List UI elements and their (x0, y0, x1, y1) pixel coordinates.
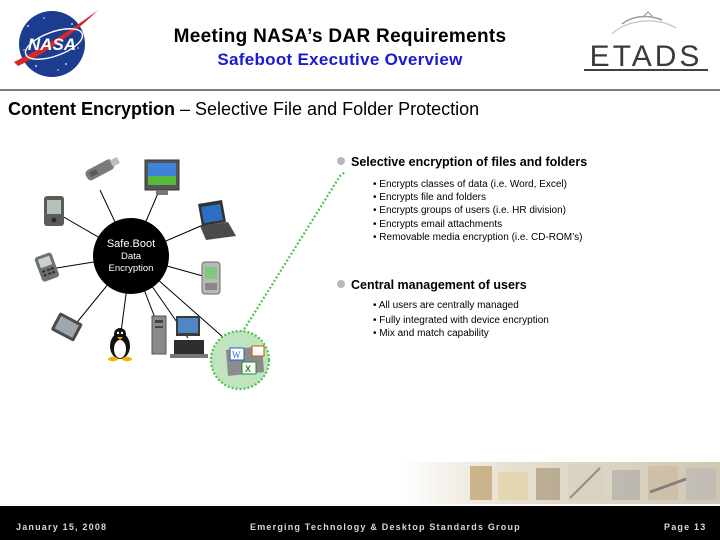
monitor-icon (144, 159, 180, 195)
bullet-heading-2-text: Central management of users (351, 278, 527, 292)
bullet-heading-1-text: Selective encryption of files and folder… (351, 155, 588, 169)
bullet-item: • Encrypts classes of data (i.e. Word, E… (373, 179, 567, 190)
bullet-item: • Fully integrated with device encryptio… (373, 315, 549, 326)
etads-logo-text: ETADS (590, 40, 703, 73)
etads-logo: ETADS (584, 11, 708, 73)
connector-line (239, 171, 346, 337)
workstation-icon (170, 316, 208, 358)
header-rule (0, 89, 720, 91)
footer-bar (0, 506, 720, 540)
nasa-logo-text: NASA (28, 35, 76, 54)
bullet-item: • Encrypts file and folders (373, 192, 486, 203)
svg-text:W: W (232, 350, 241, 360)
bullet-dot-icon (337, 157, 345, 165)
bullet-heading-1: Selective encryption of files and folder… (337, 155, 587, 169)
bullet-item: • Removable media encryption (i.e. CD-RO… (373, 232, 583, 243)
hub-subtitle-line1: Data (120, 251, 142, 262)
bullet-item: • Mix and match capability (373, 328, 489, 339)
bullet-dot-icon (337, 280, 345, 288)
footer-photo-strip (400, 462, 720, 504)
bullet-item: • Encrypts groups of users (i.e. HR divi… (373, 205, 567, 216)
subtitle-rest: – Selective File and Folder Protection (175, 99, 480, 119)
smartphone-icon (201, 261, 221, 295)
footer-group-name: Emerging Technology & Desktop Standards … (250, 522, 521, 532)
subtitle-bold: Content Encryption (8, 99, 175, 119)
encryption-hub (93, 218, 169, 294)
slide-subtitle: Content Encryption – Selective File and … (8, 99, 479, 120)
usb-drive-icon (85, 156, 121, 181)
footer-date: January 15, 2008 (16, 522, 108, 532)
linux-tux-icon (108, 328, 132, 362)
hub-title: Safe.Boot (106, 238, 156, 250)
hub-subtitle-line2: Encryption (108, 263, 154, 274)
bullet-heading-2: Central management of users (337, 278, 527, 292)
bullet-item: • All users are centrally managed (373, 300, 519, 311)
laptop-icon (198, 200, 236, 240)
title-line1: Meeting NASA’s DAR Requirements (173, 26, 507, 47)
desktop-tower-icon (151, 315, 167, 355)
nasa-logo: NASA (14, 10, 98, 77)
tablet-icon (51, 312, 83, 342)
files-folders-icon: W X (209, 329, 271, 391)
bullet-item: • Encrypts email attachments (373, 219, 503, 230)
pda-icon (44, 196, 64, 226)
phone-icon (34, 252, 59, 282)
title-line2: Safeboot Executive Overview (217, 50, 463, 69)
hub-subtitle: Data Encryption (88, 251, 174, 275)
footer-page-number: Page 13 (664, 522, 707, 532)
svg-text:X: X (245, 364, 251, 374)
